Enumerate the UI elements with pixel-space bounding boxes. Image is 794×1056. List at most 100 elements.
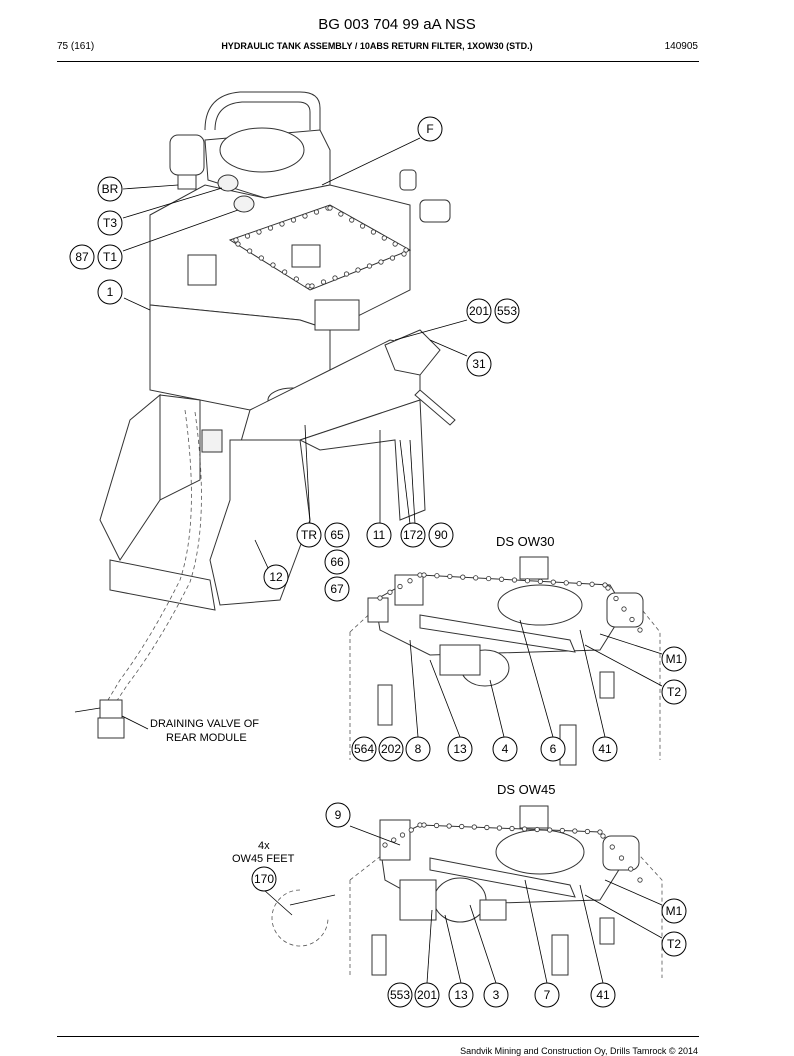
callout-4: 4 [492, 736, 518, 762]
bolt-mark [282, 269, 288, 275]
bolt-mark [576, 580, 582, 587]
callout-65: 65 [324, 522, 350, 548]
bolt-mark [628, 866, 634, 872]
ow45-detail-drawing [271, 805, 663, 978]
callout-t3: T3 [97, 210, 123, 236]
bolt-mark [602, 582, 608, 588]
callout-t2-ow45: T2 [661, 931, 687, 957]
bolt-mark [370, 229, 377, 235]
callout-170: 170 [251, 866, 277, 892]
bolt-mark [496, 825, 503, 831]
bolt-mark [618, 855, 625, 861]
bolt-mark [332, 275, 338, 281]
bolt-mark [389, 255, 396, 261]
bolt-mark [498, 576, 505, 582]
svg-text:553: 553 [497, 304, 517, 318]
bolt-mark [244, 233, 251, 239]
bolt-mark [407, 578, 413, 584]
bolt-mark [433, 822, 440, 829]
bolt-mark [233, 237, 239, 243]
callout-8: 8 [405, 736, 431, 762]
ow30-detail-drawing [349, 556, 661, 766]
bolt-mark [521, 826, 528, 832]
svg-text:172: 172 [403, 528, 423, 542]
svg-text:3: 3 [493, 988, 500, 1002]
svg-text:201: 201 [469, 304, 489, 318]
bolt-mark [613, 595, 619, 602]
bolt-mark [637, 627, 643, 633]
bolt-mark [524, 578, 531, 584]
callout-tr: TR [296, 522, 322, 548]
svg-text:T3: T3 [103, 216, 117, 230]
bolt-mark [387, 589, 393, 595]
callout-3: 3 [483, 982, 509, 1008]
callout-1: 1 [97, 279, 123, 305]
bolt-mark [279, 221, 285, 227]
bolt-mark [327, 205, 333, 211]
callout-553-ow45: 553 [387, 982, 413, 1008]
bolt-mark [349, 217, 355, 223]
bolt-mark [473, 575, 479, 581]
bolt-mark [267, 225, 274, 231]
bolt-mark [381, 235, 387, 241]
section-label-ow45: DS OW45 [497, 782, 556, 797]
callout-f: F [417, 116, 443, 142]
bolt-mark [572, 828, 578, 834]
bolt-mark [397, 583, 403, 590]
callout-41-ow45: 41 [590, 982, 616, 1008]
callout-t1: T1 [97, 244, 123, 270]
section-label-ow30: DS OW30 [496, 534, 555, 549]
bolt-mark [589, 581, 595, 587]
callout-m1-ow45: M1 [661, 898, 687, 924]
bolt-mark [550, 579, 556, 585]
callout-t2-ow30: T2 [661, 679, 687, 705]
bolt-mark [637, 877, 643, 883]
svg-text:M1: M1 [666, 904, 683, 918]
bolt-mark [421, 822, 427, 828]
bolt-mark [258, 255, 264, 261]
callout-564: 564 [351, 736, 377, 762]
svg-text:553: 553 [390, 988, 410, 1002]
bolt-mark [534, 826, 540, 833]
bolt-mark [355, 267, 361, 273]
callout-201-main: 201 [466, 298, 492, 324]
svg-text:201: 201 [417, 988, 437, 1002]
bolt-mark [378, 259, 384, 265]
svg-text:T2: T2 [667, 937, 681, 951]
callout-31: 31 [466, 351, 492, 377]
svg-text:87: 87 [75, 250, 89, 264]
callout-13-ow30: 13 [447, 736, 473, 762]
bolt-mark [359, 223, 366, 229]
leader-lines [121, 137, 663, 984]
bolt-mark [584, 828, 591, 835]
bolt-mark [471, 824, 477, 830]
page-title: HYDRAULIC TANK ASSEMBLY / 10ABS RETURN F… [221, 41, 533, 51]
svg-text:F: F [426, 122, 433, 136]
callout-11: 11 [366, 522, 392, 548]
header-rule [57, 61, 699, 62]
page-counter: 75 (161) [57, 41, 95, 52]
callout-201-ow45: 201 [414, 982, 440, 1008]
bolt-mark [446, 823, 452, 829]
bolt-mark [270, 262, 276, 268]
callout-br: BR [97, 176, 123, 202]
svg-text:BR: BR [102, 182, 119, 196]
callout-9: 9 [325, 802, 351, 828]
svg-text:8: 8 [415, 742, 422, 756]
bolt-mark [605, 585, 611, 591]
svg-text:12: 12 [269, 570, 283, 584]
bolt-mark [290, 217, 297, 223]
bolt-mark [399, 832, 406, 838]
bolt-mark [434, 573, 440, 579]
bolt-mark [408, 827, 414, 833]
svg-text:66: 66 [330, 555, 344, 569]
svg-text:41: 41 [598, 742, 612, 756]
bolt-mark [302, 213, 308, 219]
svg-text:67: 67 [330, 582, 344, 596]
callout-87: 87 [69, 244, 95, 270]
svg-text:13: 13 [454, 988, 468, 1002]
svg-text:T2: T2 [667, 685, 681, 699]
bolt-mark [235, 241, 241, 247]
callout-553-main: 553 [494, 298, 520, 324]
